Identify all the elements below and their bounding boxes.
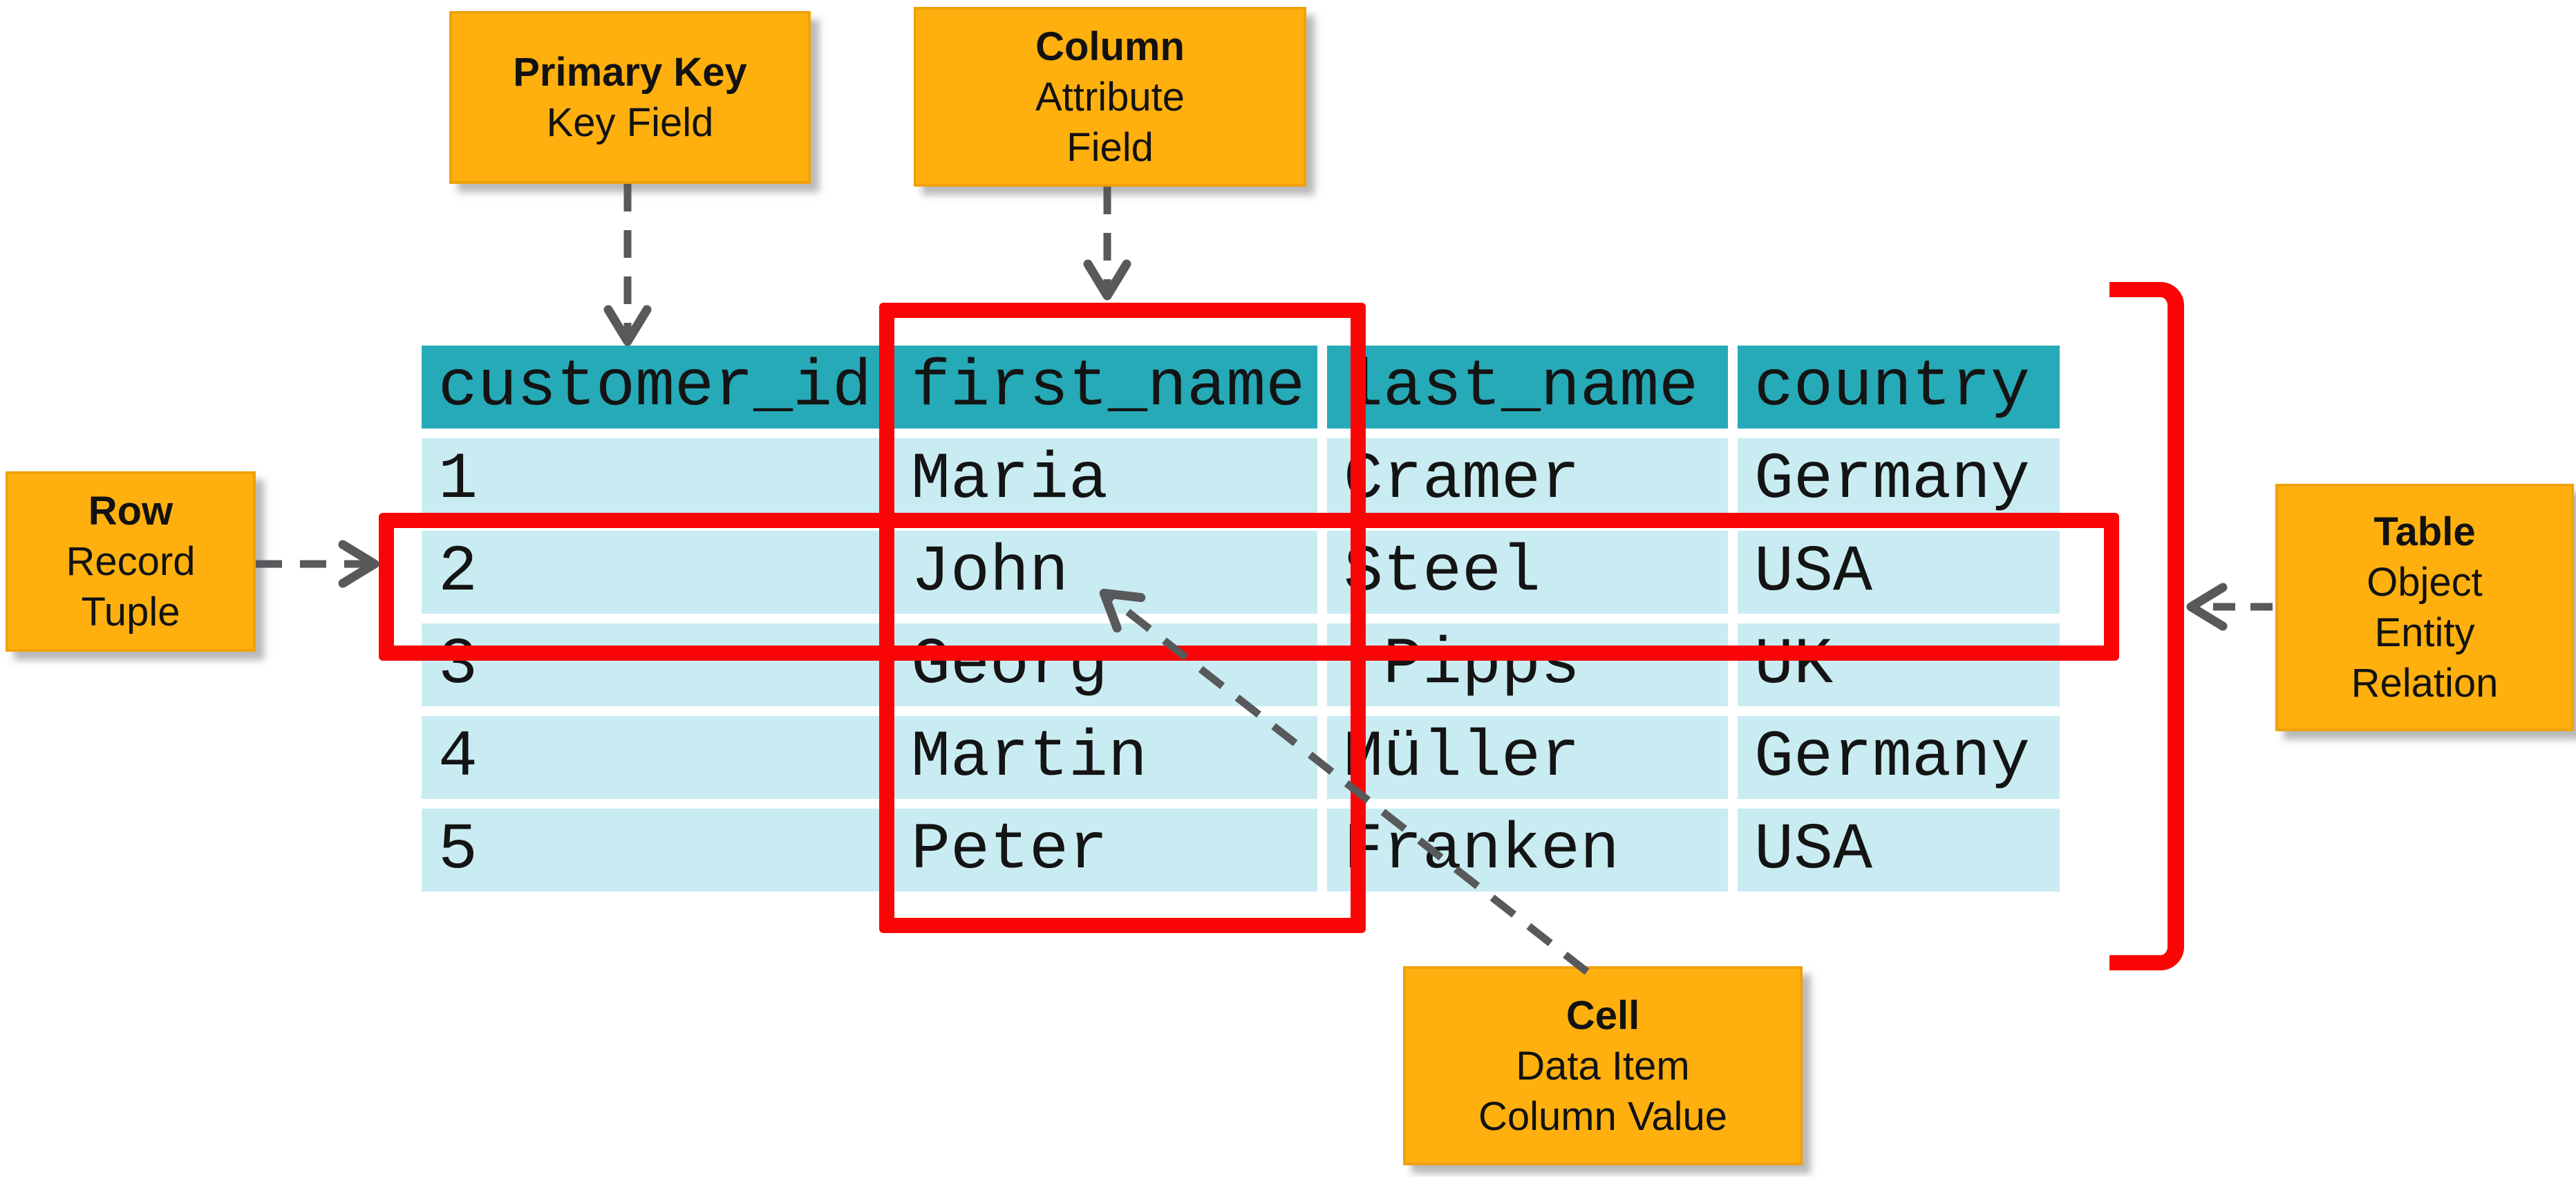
table-cell: Franken xyxy=(1327,809,1728,892)
callout-title: Row xyxy=(88,489,173,534)
table-cell: Maria xyxy=(894,438,1317,521)
callout-line: Data Item xyxy=(1516,1043,1690,1089)
callout-line: Key Field xyxy=(546,100,714,145)
callout-table: Table Object Entity Relation xyxy=(2275,484,2574,731)
callout-line: Column Value xyxy=(1478,1093,1727,1139)
callout-line: Tuple xyxy=(81,590,180,634)
callout-column: Column Attribute Field xyxy=(914,7,1306,187)
header-cell-customer-id: customer_id xyxy=(422,346,885,429)
table-cell: Germany xyxy=(1738,438,2060,521)
callout-cell: Cell Data Item Column Value xyxy=(1403,966,1803,1165)
table-cell: Germany xyxy=(1738,716,2060,799)
table-cell: 2 xyxy=(422,531,885,614)
table-cell: USA xyxy=(1738,531,2060,614)
table-cell: Cramer xyxy=(1327,438,1728,521)
callout-primary-key: Primary Key Key Field xyxy=(449,11,811,184)
callout-title: Primary Key xyxy=(513,50,747,95)
callout-title: Cell xyxy=(1566,992,1640,1038)
callout-line: Attribute xyxy=(1035,74,1185,120)
table-cell: 3 xyxy=(422,623,885,706)
header-cell-first-name: first_name xyxy=(894,346,1317,429)
callout-line: Record xyxy=(66,539,196,584)
header-cell-last-name: last_name xyxy=(1327,346,1728,429)
table-cell: UK xyxy=(1738,623,2060,706)
header-cell-country: country xyxy=(1738,346,2060,429)
callout-line: Entity xyxy=(2374,610,2475,655)
callout-line: Object xyxy=(2367,560,2483,605)
table-bracket xyxy=(2109,282,2184,970)
table-cell: 1 xyxy=(422,438,885,521)
table-cell: USA xyxy=(1738,809,2060,892)
callout-title: Column xyxy=(1035,23,1185,69)
callout-row: Row Record Tuple xyxy=(6,471,256,652)
table-cell: Müller xyxy=(1327,716,1728,799)
table-cell: 4 xyxy=(422,716,885,799)
row-highlight-rect xyxy=(379,513,2119,661)
callout-line: Relation xyxy=(2351,661,2499,706)
callout-line: Field xyxy=(1066,124,1154,170)
table-cell: 5 xyxy=(422,809,885,892)
callout-title: Table xyxy=(2373,509,2476,554)
